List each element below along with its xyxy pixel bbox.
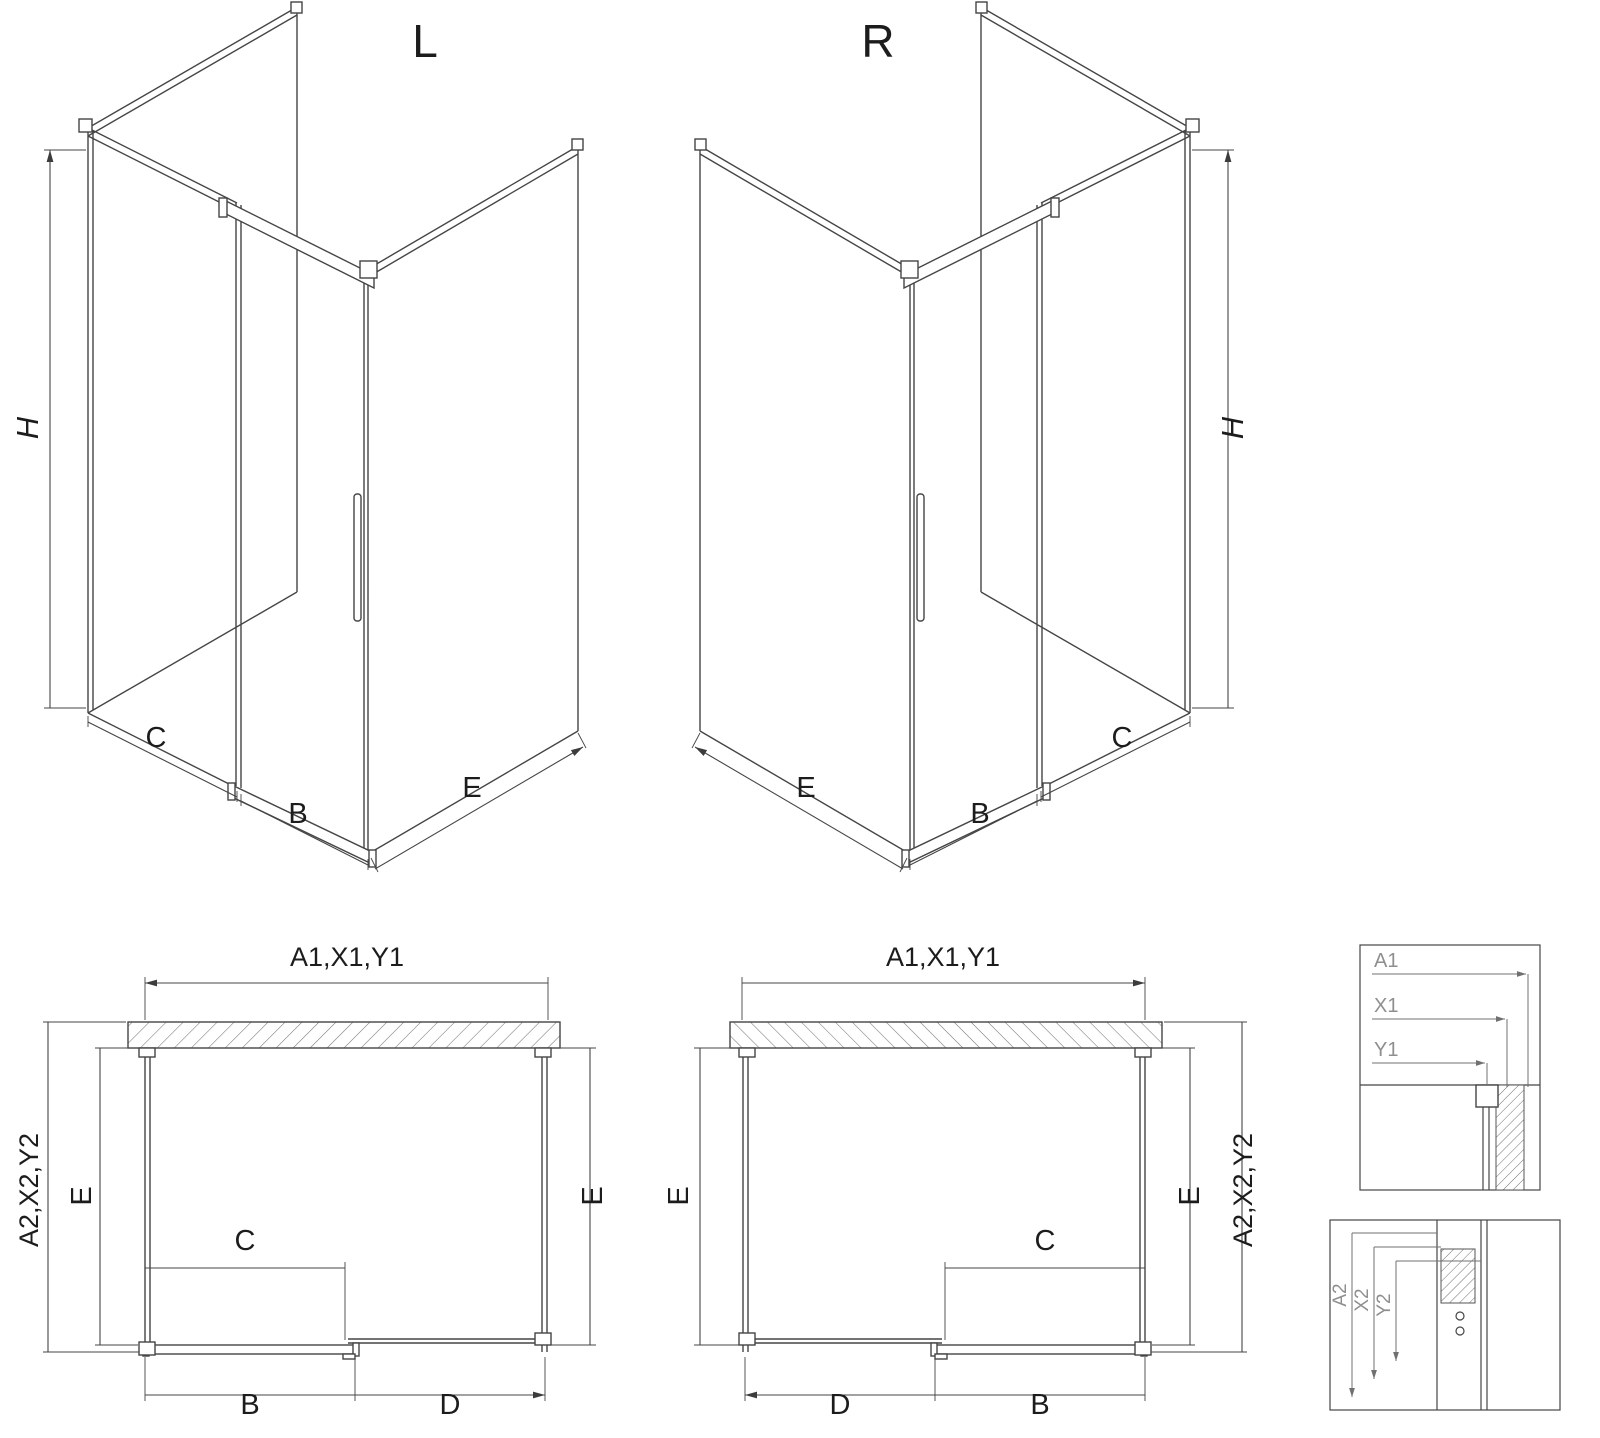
plan-left-dim-label-c: C (235, 1225, 256, 1257)
detail-wall-hatch (1495, 1084, 1525, 1191)
detail-floor-screw-1 (1455, 1311, 1465, 1321)
iso-left-dim-label-h: H (10, 416, 45, 439)
plan-right-geometry (694, 977, 1247, 1401)
detail-floor-frame (1329, 1219, 1561, 1411)
plan-left-dim-label-e-left: E (66, 1186, 98, 1205)
iso-right-dim-label-c: C (1112, 722, 1133, 754)
iso-left-geometry (44, 2, 586, 872)
detail-floor-profile-hatch (1440, 1248, 1476, 1304)
plan-left-dim-label-a1: A1,X1,Y1 (290, 942, 404, 972)
detail-wall-label-x1: X1 (1374, 995, 1398, 1017)
iso-left-dim-label-e: E (462, 772, 481, 804)
detail-floor-label-y2: Y2 (1374, 1293, 1395, 1316)
plan-left-dim-label-d: D (440, 1389, 461, 1421)
detail-floor-glass (1480, 1220, 1488, 1410)
iso-right-dim-label-h: H (1215, 416, 1250, 439)
iso-view-right: R H C B E (692, 2, 1250, 872)
plan-right-dim-label-a2: A2,X2,Y2 (1228, 1133, 1258, 1247)
plan-left-dim-label-b: B (240, 1389, 259, 1421)
detail-floor-ref-ticks (1352, 1232, 1481, 1262)
detail-wall-ref-lines (1486, 974, 1529, 1087)
detail-floor-screw-2 (1455, 1326, 1465, 1336)
plan-view-right: A1,X1,Y1 A2,X2,Y2 E E C B D (663, 942, 1258, 1421)
detail-wall-profile (1475, 1084, 1499, 1108)
detail-floor-label-a2: A2 (1330, 1283, 1351, 1306)
iso-left-title: L (412, 15, 438, 67)
detail-wall-section: A1 X1 Y1 (1359, 944, 1541, 1191)
plan-right-dim-label-e-left: E (663, 1186, 695, 1205)
plan-left-geometry (43, 977, 596, 1401)
plan-right-dim-label-b: B (1030, 1389, 1049, 1421)
iso-right-dim-label-b: B (970, 798, 989, 830)
detail-floor-section: A2 X2 Y2 (1329, 1219, 1561, 1411)
plan-left-dim-label-a2: A2,X2,Y2 (14, 1133, 44, 1247)
iso-view-left: L H C B E (10, 2, 586, 872)
plan-right-dim-label-c: C (1035, 1225, 1056, 1257)
detail-floor-label-x2: X2 (1352, 1288, 1373, 1311)
plan-right-dim-label-a1: A1,X1,Y1 (886, 942, 1000, 972)
detail-wall-frame (1359, 944, 1541, 1191)
detail-wall-label-a1: A1 (1374, 950, 1398, 972)
iso-left-dim-label-c: C (146, 722, 167, 754)
iso-right-geometry (692, 2, 1234, 872)
plan-right-dim-label-e-right: E (1174, 1186, 1206, 1205)
iso-right-title: R (861, 15, 894, 67)
detail-wall-label-y1: Y1 (1374, 1039, 1398, 1061)
iso-left-dim-label-b: B (288, 798, 307, 830)
plan-right-dim-label-d: D (830, 1389, 851, 1421)
plan-left-dim-label-e-right: E (577, 1186, 609, 1205)
iso-right-dim-label-e: E (796, 772, 815, 804)
plan-view-left: A1,X1,Y1 A2,X2,Y2 E E C B D (14, 942, 609, 1421)
